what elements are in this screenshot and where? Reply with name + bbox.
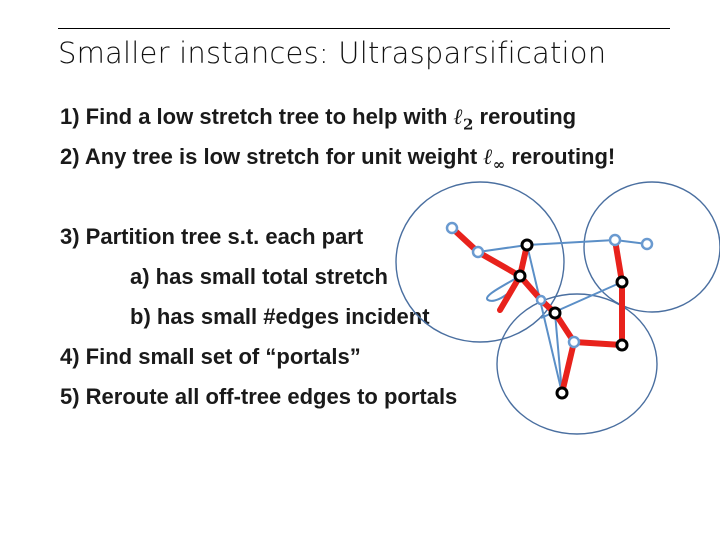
l2-symbol: ℓ2 bbox=[453, 104, 474, 134]
tree-edges bbox=[449, 225, 625, 396]
tree-edge bbox=[475, 249, 523, 279]
self-loop-edge bbox=[486, 275, 521, 302]
portal-node bbox=[615, 275, 629, 289]
item-2-suffix: rerouting! bbox=[505, 144, 616, 169]
tree-node bbox=[471, 245, 485, 259]
tree-node bbox=[445, 221, 459, 235]
tree-edge bbox=[497, 273, 523, 313]
portal-node bbox=[555, 386, 569, 400]
item-1-text: 1) Find a low stretch tree to help with bbox=[60, 104, 454, 129]
tree-node bbox=[608, 233, 622, 247]
slide-title: Smaller instances: Ultrasparsification bbox=[58, 36, 607, 70]
portal-nodes bbox=[513, 238, 629, 400]
off-tree-edge bbox=[526, 244, 563, 394]
portal-node bbox=[548, 306, 562, 320]
off-tree-edge bbox=[540, 281, 623, 319]
off-tree-edge bbox=[477, 244, 528, 253]
item-2-text: 2) Any tree is low stretch for unit weig… bbox=[60, 144, 484, 169]
partition-circle-bottom bbox=[496, 293, 658, 435]
tree-node bbox=[567, 335, 581, 349]
list-item-3a: a) has small total stretch bbox=[130, 264, 388, 289]
off-tree-edge bbox=[526, 239, 616, 246]
list-item-5: 5) Reroute all off-tree edges to portals bbox=[60, 384, 458, 409]
list-item-1: 1) Find a low stretch tree to help with … bbox=[60, 104, 576, 133]
list-item-2: 2) Any tree is low stretch for unit weig… bbox=[60, 144, 615, 173]
list-item-3b: b) has small #edges incident bbox=[130, 304, 430, 329]
tree-edge bbox=[517, 242, 530, 279]
partition-circle-right bbox=[583, 181, 720, 313]
portals-term: portals bbox=[276, 344, 350, 369]
tree-edge bbox=[552, 310, 577, 345]
tree-edge bbox=[612, 237, 625, 285]
item-1-suffix: rerouting bbox=[473, 104, 577, 129]
off-tree-edge bbox=[554, 312, 563, 394]
tree-edge bbox=[517, 273, 544, 303]
tree-node bbox=[535, 294, 547, 306]
title-rule bbox=[58, 28, 670, 29]
tree-edge bbox=[449, 225, 481, 255]
tree-edge bbox=[559, 339, 577, 396]
off-tree-edge bbox=[573, 341, 623, 346]
tree-node bbox=[640, 237, 654, 251]
tree-edge bbox=[538, 297, 558, 316]
list-item-4: 4) Find small set of “portals” bbox=[60, 344, 361, 369]
portal-node bbox=[513, 269, 527, 283]
portal-node bbox=[615, 338, 629, 352]
tree-edge bbox=[571, 339, 625, 348]
portal-node bbox=[520, 238, 534, 252]
linf-symbol: ℓ∞ bbox=[483, 144, 506, 174]
list-item-3: 3) Partition tree s.t. each part bbox=[60, 224, 364, 249]
off-tree-edge bbox=[614, 239, 648, 245]
off-tree-edges bbox=[477, 239, 648, 394]
tree-nodes bbox=[445, 221, 654, 349]
